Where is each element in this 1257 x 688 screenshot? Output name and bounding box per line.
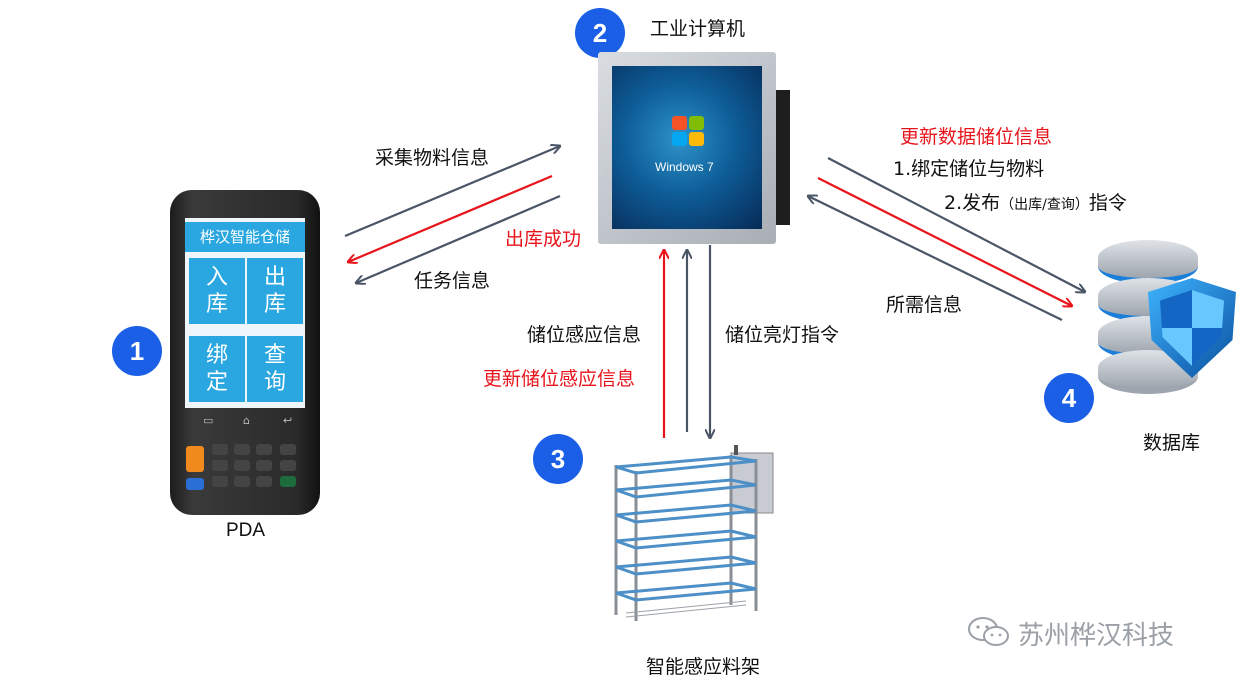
key xyxy=(280,460,296,471)
key xyxy=(256,444,272,455)
pda-tile-bind[interactable]: 绑 定 xyxy=(189,336,245,402)
key xyxy=(234,460,250,471)
key xyxy=(280,444,296,455)
computer-label: 工业计算机 xyxy=(650,18,746,40)
arrow-needed-info xyxy=(808,196,1063,321)
key xyxy=(186,446,204,472)
arrow-bind-publish xyxy=(827,157,1085,292)
pda-app-title: 桦汉智能仓储 xyxy=(185,222,305,252)
publish-paren: （出库/查询） xyxy=(1000,197,1089,213)
back-icon: ↩ xyxy=(283,414,293,427)
rack-label: 智能感应料架 xyxy=(646,656,761,678)
edge-label-collect: 采集物料信息 xyxy=(375,147,490,169)
key xyxy=(256,460,272,471)
pda-tile-outbound[interactable]: 出 库 xyxy=(247,258,303,324)
smart-rack xyxy=(614,445,774,621)
key xyxy=(234,476,250,487)
computer-side xyxy=(776,90,790,225)
edge-label-bind: 1.绑定储位与物料 xyxy=(893,158,1045,180)
edge-label-publish: 2.发布（出库/查询）指令 xyxy=(944,188,1127,215)
key xyxy=(186,478,204,490)
wechat-icon xyxy=(968,617,1009,646)
computer-screen xyxy=(612,66,762,229)
pda-tile-inbound[interactable]: 入 库 xyxy=(189,258,245,324)
tile-char: 库 xyxy=(205,292,228,317)
arrow-outbound-success xyxy=(348,174,553,262)
tile-char: 查 xyxy=(263,343,286,368)
key xyxy=(212,444,228,455)
edge-label-update-sense: 更新储位感应信息 xyxy=(483,368,636,390)
edge-label-update-data: 更新数据储位信息 xyxy=(900,126,1053,148)
menu-icon: ▭ xyxy=(203,414,214,427)
pda-label: PDA xyxy=(226,520,266,541)
tile-char: 出 xyxy=(263,265,286,290)
key xyxy=(280,476,296,487)
windows-logo-icon xyxy=(672,116,706,148)
arrow-task-info xyxy=(356,194,561,283)
edge-label-sense-info: 储位感应信息 xyxy=(527,324,642,346)
tile-char: 定 xyxy=(205,370,228,395)
edge-label-outbound-success: 出库成功 xyxy=(505,228,582,250)
badge-pda: 1 xyxy=(112,326,162,376)
tile-char: 询 xyxy=(263,370,286,395)
arrow-collect xyxy=(344,146,560,238)
arrow-update-data xyxy=(817,177,1072,306)
key xyxy=(234,444,250,455)
pda-nav-bar: ▭ ⌂ ↩ xyxy=(195,414,305,428)
pda-tile-query[interactable]: 查 询 xyxy=(247,336,303,402)
pda-keypad xyxy=(180,440,310,500)
publish-prefix: 2.发布 xyxy=(944,192,1001,214)
home-icon: ⌂ xyxy=(243,414,250,427)
badge-database: 4 xyxy=(1044,373,1094,423)
publish-suffix: 指令 xyxy=(1088,192,1127,214)
tile-char: 入 xyxy=(205,265,228,290)
badge-computer: 2 xyxy=(575,8,625,58)
database-label: 数据库 xyxy=(1143,432,1201,454)
key xyxy=(212,476,228,487)
key xyxy=(212,460,228,471)
tile-char: 库 xyxy=(263,292,286,317)
tile-char: 绑 xyxy=(205,343,228,368)
edge-label-light-cmd: 储位亮灯指令 xyxy=(725,324,840,346)
key xyxy=(256,476,272,487)
watermark: 苏州桦汉科技 xyxy=(1018,621,1175,651)
edge-label-needed-info: 所需信息 xyxy=(886,294,963,316)
screen-brand: Windows 7 xyxy=(655,160,714,174)
edge-label-task-info: 任务信息 xyxy=(414,270,491,292)
badge-rack: 3 xyxy=(533,434,583,484)
